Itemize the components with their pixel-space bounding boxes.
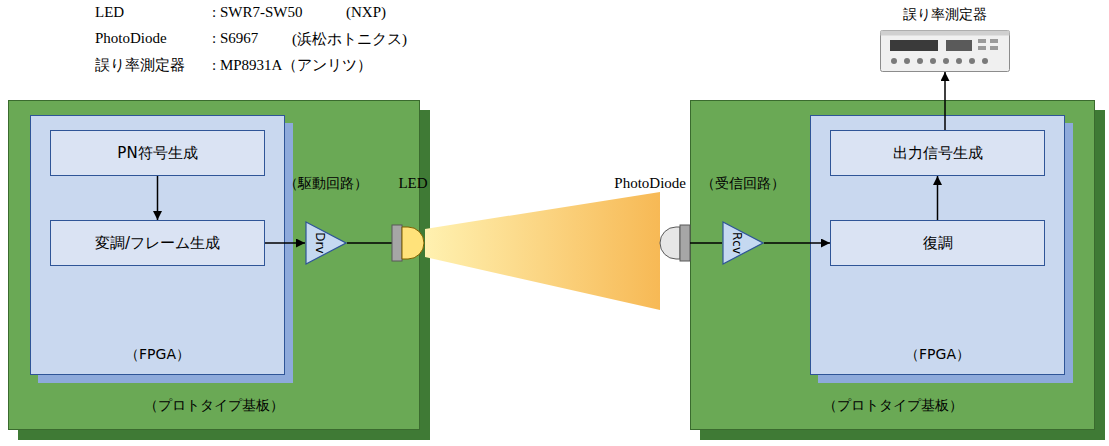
signal-arrow <box>944 72 946 130</box>
annotation-label: (浜松ホトニクス) <box>292 31 407 47</box>
prototype-board: （受信回路）Rcv出力信号生成復調（FPGA）（プロトタイプ基板） <box>690 100 1095 430</box>
instrument-knob <box>956 58 962 64</box>
process-box: 復調 <box>830 220 1045 266</box>
photodiode-base <box>680 225 690 261</box>
node-label: （プロトタイプ基板） <box>823 397 963 415</box>
signal-arrow <box>937 176 939 220</box>
node-label: 復調 <box>923 234 953 253</box>
label-holder: : SWR7-SW50 <box>212 4 302 21</box>
annotation-label: PhotoDiode <box>95 30 167 46</box>
photodiode-dome <box>660 227 680 259</box>
label-holder: PhotoDiode <box>614 175 686 192</box>
instrument-drawing <box>880 30 1010 72</box>
instrument-picture: 誤り率測定器 <box>880 30 1010 72</box>
node-heading: （受信回路） <box>701 175 785 191</box>
node-label: 出力信号生成 <box>893 144 983 163</box>
led-base <box>392 225 402 261</box>
annotation-label: : S6967 <box>212 30 258 46</box>
node-label: Rcv <box>730 232 744 254</box>
prototype-board: PN符号生成変調/フレーム生成（FPGA）（駆動回路）Drv（プロトタイプ基板） <box>8 100 420 430</box>
receive-wire <box>690 242 722 244</box>
instrument-button <box>978 39 986 43</box>
instrument-top <box>881 31 1010 36</box>
instrument-button <box>990 46 998 50</box>
label-holder: (浜松ホトニクス) <box>292 30 407 49</box>
instrument-display <box>890 40 938 51</box>
instrument-knob <box>891 58 897 64</box>
label-holder: LED <box>95 4 124 21</box>
instrument-body <box>881 31 1010 72</box>
instrument-knob <box>969 58 975 64</box>
instrument-button <box>978 46 986 50</box>
signal-arrow <box>157 176 159 220</box>
process-box: 出力信号生成 <box>830 130 1045 176</box>
led-dome <box>402 227 424 259</box>
light-cone <box>425 192 660 310</box>
instrument-button <box>990 39 998 43</box>
instrument-knob <box>930 58 936 64</box>
heading-holder: 誤り率測定器 <box>903 6 987 24</box>
instrument-display <box>946 40 972 51</box>
fpga-block: PN符号生成変調/フレーム生成 （FPGA） <box>30 115 285 375</box>
node-label: Drv <box>313 232 327 253</box>
annotation-label: PhotoDiode <box>614 175 686 191</box>
amplifier-triangle: （駆動回路）Drv <box>305 221 347 265</box>
node-heading: 誤り率測定器 <box>903 6 987 22</box>
triangle-shape <box>306 222 346 264</box>
process-box: PN符号生成 <box>50 130 265 176</box>
signal-arrow <box>764 242 830 244</box>
instrument-knob <box>943 58 949 64</box>
node-label: 変調/フレーム生成 <box>95 234 220 253</box>
fpga-block: 出力信号生成復調 （FPGA） <box>810 115 1065 375</box>
annotation-label: LED <box>95 4 124 20</box>
amplifier-triangle: （受信回路）Rcv <box>722 221 764 265</box>
heading-holder: （駆動回路） <box>284 175 368 193</box>
process-box: 変調/フレーム生成 <box>50 220 265 266</box>
label-holder: (NXP) <box>346 4 386 21</box>
label-holder: 誤り率測定器 <box>95 56 185 75</box>
label-holder: PhotoDiode <box>95 30 167 47</box>
node-label: （FPGA） <box>905 346 970 364</box>
instrument-knob <box>904 58 910 64</box>
node-label: （FPGA） <box>125 346 190 364</box>
label-holder: : MP8931A（アンリツ） <box>212 56 372 75</box>
label-holder: LED <box>398 175 427 192</box>
annotation-label: 誤り率測定器 <box>95 57 185 73</box>
signal-arrow <box>265 242 305 244</box>
annotation-label: LED <box>398 175 427 191</box>
label-holder: : S6967 <box>212 30 258 47</box>
node-label: （プロトタイプ基板） <box>144 397 284 415</box>
drive-wire <box>347 242 392 244</box>
annotation-label: : MP8931A（アンリツ） <box>212 57 372 73</box>
annotation-label: (NXP) <box>346 4 386 20</box>
instrument-knob <box>982 58 988 64</box>
heading-holder: （受信回路） <box>701 175 785 193</box>
node-heading: （駆動回路） <box>284 175 368 191</box>
instrument-knob <box>917 58 923 64</box>
node-label: PN符号生成 <box>117 144 197 163</box>
annotation-label: : SWR7-SW50 <box>212 4 302 20</box>
triangle-shape <box>723 222 763 264</box>
